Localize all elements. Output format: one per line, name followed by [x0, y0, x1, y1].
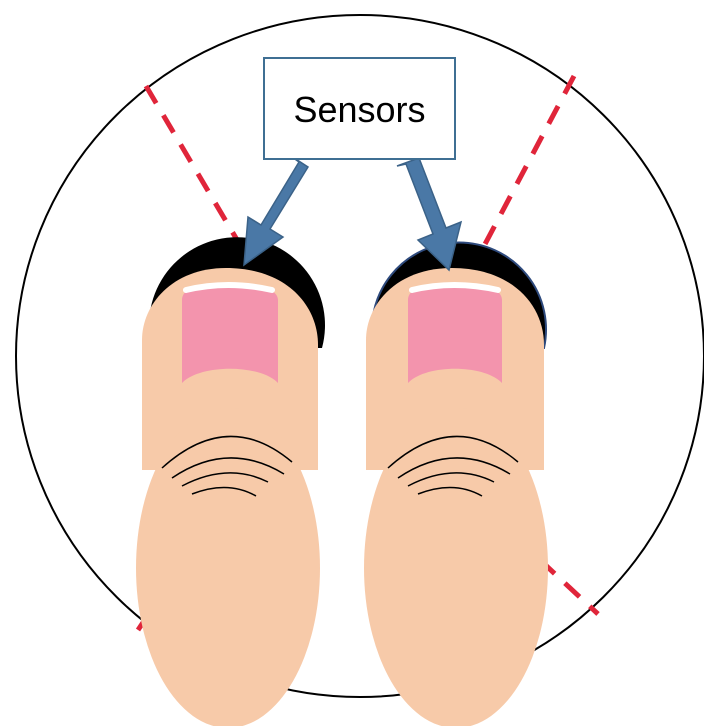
right-thumb-lower: [364, 408, 548, 726]
left-nail: [182, 284, 278, 383]
left-thumb-lower: [136, 408, 320, 726]
callout-label: Sensors: [293, 89, 425, 130]
left-thumb-icon: [136, 268, 320, 726]
sensors-callout: Sensors: [264, 58, 455, 159]
right-nail: [408, 284, 502, 383]
right-thumb-icon: [364, 268, 548, 726]
